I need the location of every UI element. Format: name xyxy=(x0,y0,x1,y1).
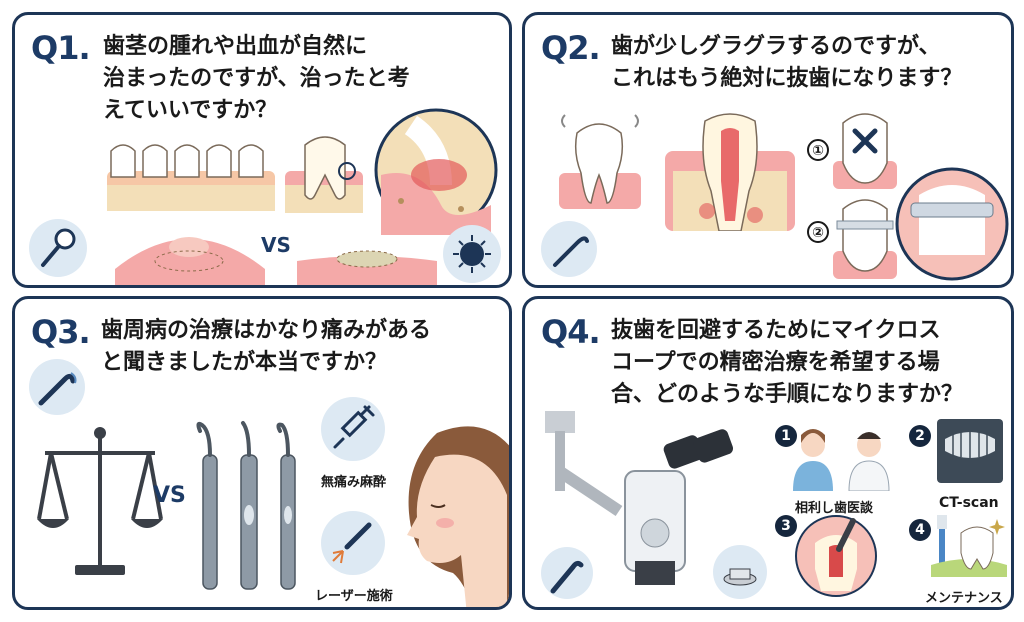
panel-q3: Q3. 歯周病の治療はかなり痛みがある と聞きましたが本当ですか？ VS xyxy=(12,296,512,610)
q3-line-2: と聞きましたが本当ですか？ xyxy=(101,350,388,375)
q2-question: 歯が少しグラグラするのですが、 これはもう絶対に抜歯になります？ xyxy=(611,31,962,95)
receded-gum-illustration xyxy=(297,250,437,285)
q1-vs-label: VS xyxy=(261,233,291,257)
q4-question: 抜歯を回避するためにマイクロス コープでの精密治療を希望する場 合、どのような手… xyxy=(611,315,963,411)
panel-q2: Q2. 歯が少しグラグラするのですが、 これはもう絶対に抜歯になります？ ① ② xyxy=(522,12,1014,288)
q1-question: 歯茎の腫れや出血が自然に 治まったのですが、治ったと考 えていいですか？ xyxy=(103,31,410,127)
q3-question: 歯周病の治療はかなり痛みがある と聞きましたが本当ですか？ xyxy=(101,315,431,379)
panel-q1: Q1. 歯茎の腫れや出血が自然に 治まったのですが、治ったと考 えていいですか？ xyxy=(12,12,512,288)
anesthesia-label: 無痛み麻酔 xyxy=(321,475,387,490)
magnified-gum-inflammation xyxy=(374,108,498,235)
anesthesia-syringe-icon xyxy=(321,397,385,461)
q4-number: Q4. xyxy=(541,313,601,351)
laser-label: レーザー施術 xyxy=(315,589,393,604)
panel-q4: Q4. 抜歯を回避するためにマイクロス コープでの精密治療を希望する場 合、どの… xyxy=(522,296,1014,610)
healthy-teeth-row-illustration xyxy=(107,144,275,211)
step-2-label: CT-scan xyxy=(939,495,999,511)
q1-line-2: 治まったのですが、治ったと考 xyxy=(103,66,410,91)
q3-vs-label: VS xyxy=(153,483,186,508)
ultrasonic-scaler-icon xyxy=(29,359,85,415)
step-4-label: メンテナンス xyxy=(925,591,1003,606)
q2-number: Q2. xyxy=(541,29,601,67)
q4-line-1: 抜歯を回避するためにマイクロス xyxy=(611,318,941,343)
dental-mirror-icon xyxy=(29,219,87,277)
toothbrush-maintenance-illustration xyxy=(931,515,1007,577)
consultation-illustration xyxy=(793,429,890,491)
q1-line-1: 歯茎の腫れや出血が自然に xyxy=(103,34,368,59)
option-2-marker: ② xyxy=(807,221,829,243)
magnified-splint-illustration xyxy=(895,167,1009,281)
bacteria-icon xyxy=(443,225,501,283)
step-3-badge: 3 xyxy=(775,515,797,537)
q2-line-1: 歯が少しグラグラするのですが、 xyxy=(611,34,941,59)
q3-number: Q3. xyxy=(31,313,91,351)
q1-line-3: えていいですか？ xyxy=(103,98,278,123)
loose-tooth-illustration xyxy=(559,114,641,209)
splinted-tooth-illustration xyxy=(833,199,897,279)
swollen-gum-illustration xyxy=(115,237,265,285)
q4-line-2: コープでの精密治療を希望する場 xyxy=(611,350,940,375)
q1-number: Q1. xyxy=(31,29,91,67)
q2-line-2: これはもう絶対に抜歯になります？ xyxy=(611,66,963,91)
relaxed-patient-illustration xyxy=(407,426,509,607)
extraction-tooth-x-illustration xyxy=(833,113,897,189)
step-4-badge: 4 xyxy=(909,519,931,541)
dental-handpiece-icon xyxy=(541,547,593,599)
scaler-instruments-illustration xyxy=(196,421,296,590)
step-1-badge: 1 xyxy=(775,425,797,447)
microscope-lens-icon xyxy=(713,545,767,599)
q4-line-3: 合、どのような手順になりますか？ xyxy=(611,382,964,407)
dental-probe-icon xyxy=(541,221,597,277)
balance-scale-icon xyxy=(37,427,163,575)
step-1-label: 相利し歯医談 xyxy=(795,501,874,516)
root-canal-illustration xyxy=(795,515,877,597)
tooth-cross-section-illustration xyxy=(665,113,795,231)
ct-scan-illustration xyxy=(937,419,1003,483)
q3-line-1: 歯周病の治療はかなり痛みがある xyxy=(101,318,432,343)
laser-treatment-icon xyxy=(321,511,385,575)
step-2-badge: 2 xyxy=(909,425,931,447)
dental-microscope-illustration xyxy=(545,411,734,585)
option-1-marker: ① xyxy=(807,139,829,161)
inflamed-tooth-illustration xyxy=(285,136,363,213)
